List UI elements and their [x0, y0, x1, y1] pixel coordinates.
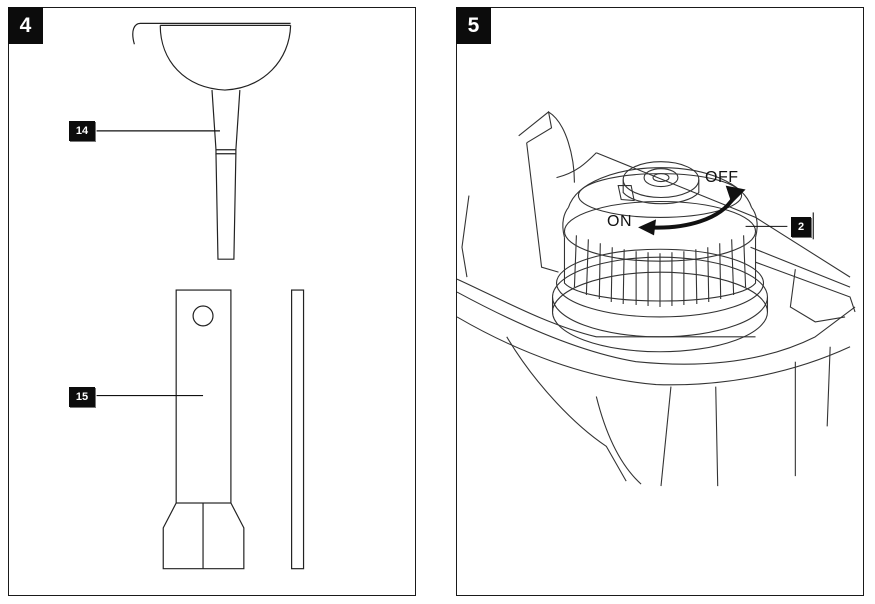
figure-panel-5: 5 — [456, 7, 864, 596]
off-label: OFF — [705, 169, 739, 187]
wrench-front-drawing — [163, 290, 244, 569]
choke-knob-illustration — [457, 8, 863, 595]
wrench-side-drawing — [292, 290, 304, 569]
funnel-and-wrench-illustration — [9, 8, 415, 595]
figure-panel-4: 4 — [8, 7, 416, 596]
callout-15: 15 — [69, 387, 95, 407]
on-label: ON — [607, 213, 632, 231]
callout-2: 2 — [791, 217, 811, 237]
callout-14: 14 — [69, 121, 95, 141]
funnel-drawing — [133, 23, 291, 259]
